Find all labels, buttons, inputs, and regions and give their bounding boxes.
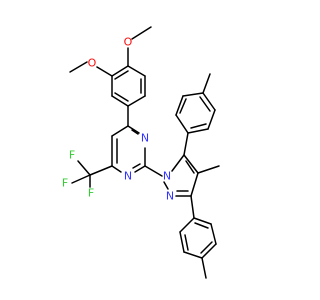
bond xyxy=(163,181,169,190)
nitrogen-atom-label: N xyxy=(141,132,149,145)
bond xyxy=(179,217,195,233)
bond xyxy=(175,114,189,134)
bond xyxy=(127,95,146,107)
bond xyxy=(199,96,211,112)
bond xyxy=(131,26,152,40)
nitrogen-atom-label: N xyxy=(163,170,171,183)
bond xyxy=(202,92,216,111)
bond xyxy=(190,123,207,129)
bond xyxy=(111,125,129,137)
bond xyxy=(171,154,185,172)
bond xyxy=(71,174,91,184)
fluorine-atom-label: F xyxy=(69,149,75,162)
bond xyxy=(183,132,189,156)
bond xyxy=(201,243,217,259)
bond xyxy=(127,65,146,77)
bond xyxy=(187,128,209,134)
bond xyxy=(183,251,203,259)
bond xyxy=(210,223,217,245)
bond xyxy=(207,109,216,130)
bond xyxy=(197,165,220,174)
bond xyxy=(77,160,91,176)
bond xyxy=(111,165,122,173)
nitrogen-atom-label: N xyxy=(124,170,132,183)
bond xyxy=(179,98,187,114)
bond xyxy=(96,66,113,77)
bond xyxy=(127,125,140,134)
oxygen-atom-label: O xyxy=(88,57,97,70)
bond xyxy=(200,241,213,254)
bond xyxy=(69,61,88,73)
bond xyxy=(134,165,146,173)
bond xyxy=(114,92,129,102)
bond xyxy=(184,234,189,251)
bond xyxy=(185,160,195,174)
bond xyxy=(193,217,212,225)
bond xyxy=(194,222,209,229)
atom-labels: O O N N F F F N N xyxy=(62,36,174,203)
fluorine-atom-label: F xyxy=(62,177,68,190)
fluorine-atom-label: F xyxy=(88,187,94,200)
bond xyxy=(179,231,185,253)
bond xyxy=(190,172,199,197)
bond xyxy=(111,95,129,107)
nitrogen-atom-label: N xyxy=(166,190,174,203)
bond xyxy=(201,257,207,279)
bond xyxy=(182,92,204,97)
bond xyxy=(132,163,141,169)
bond xyxy=(144,165,163,177)
bond xyxy=(202,73,211,94)
bond xyxy=(131,129,139,135)
bonds xyxy=(69,26,220,279)
bond xyxy=(175,95,184,116)
bond xyxy=(114,70,129,80)
oxygen-atom-label: O xyxy=(124,36,133,49)
bond xyxy=(111,65,129,77)
bond xyxy=(190,195,195,219)
bond xyxy=(183,154,199,174)
molecule-structure: O O N N F F F N N xyxy=(62,26,220,279)
bond xyxy=(89,165,113,176)
